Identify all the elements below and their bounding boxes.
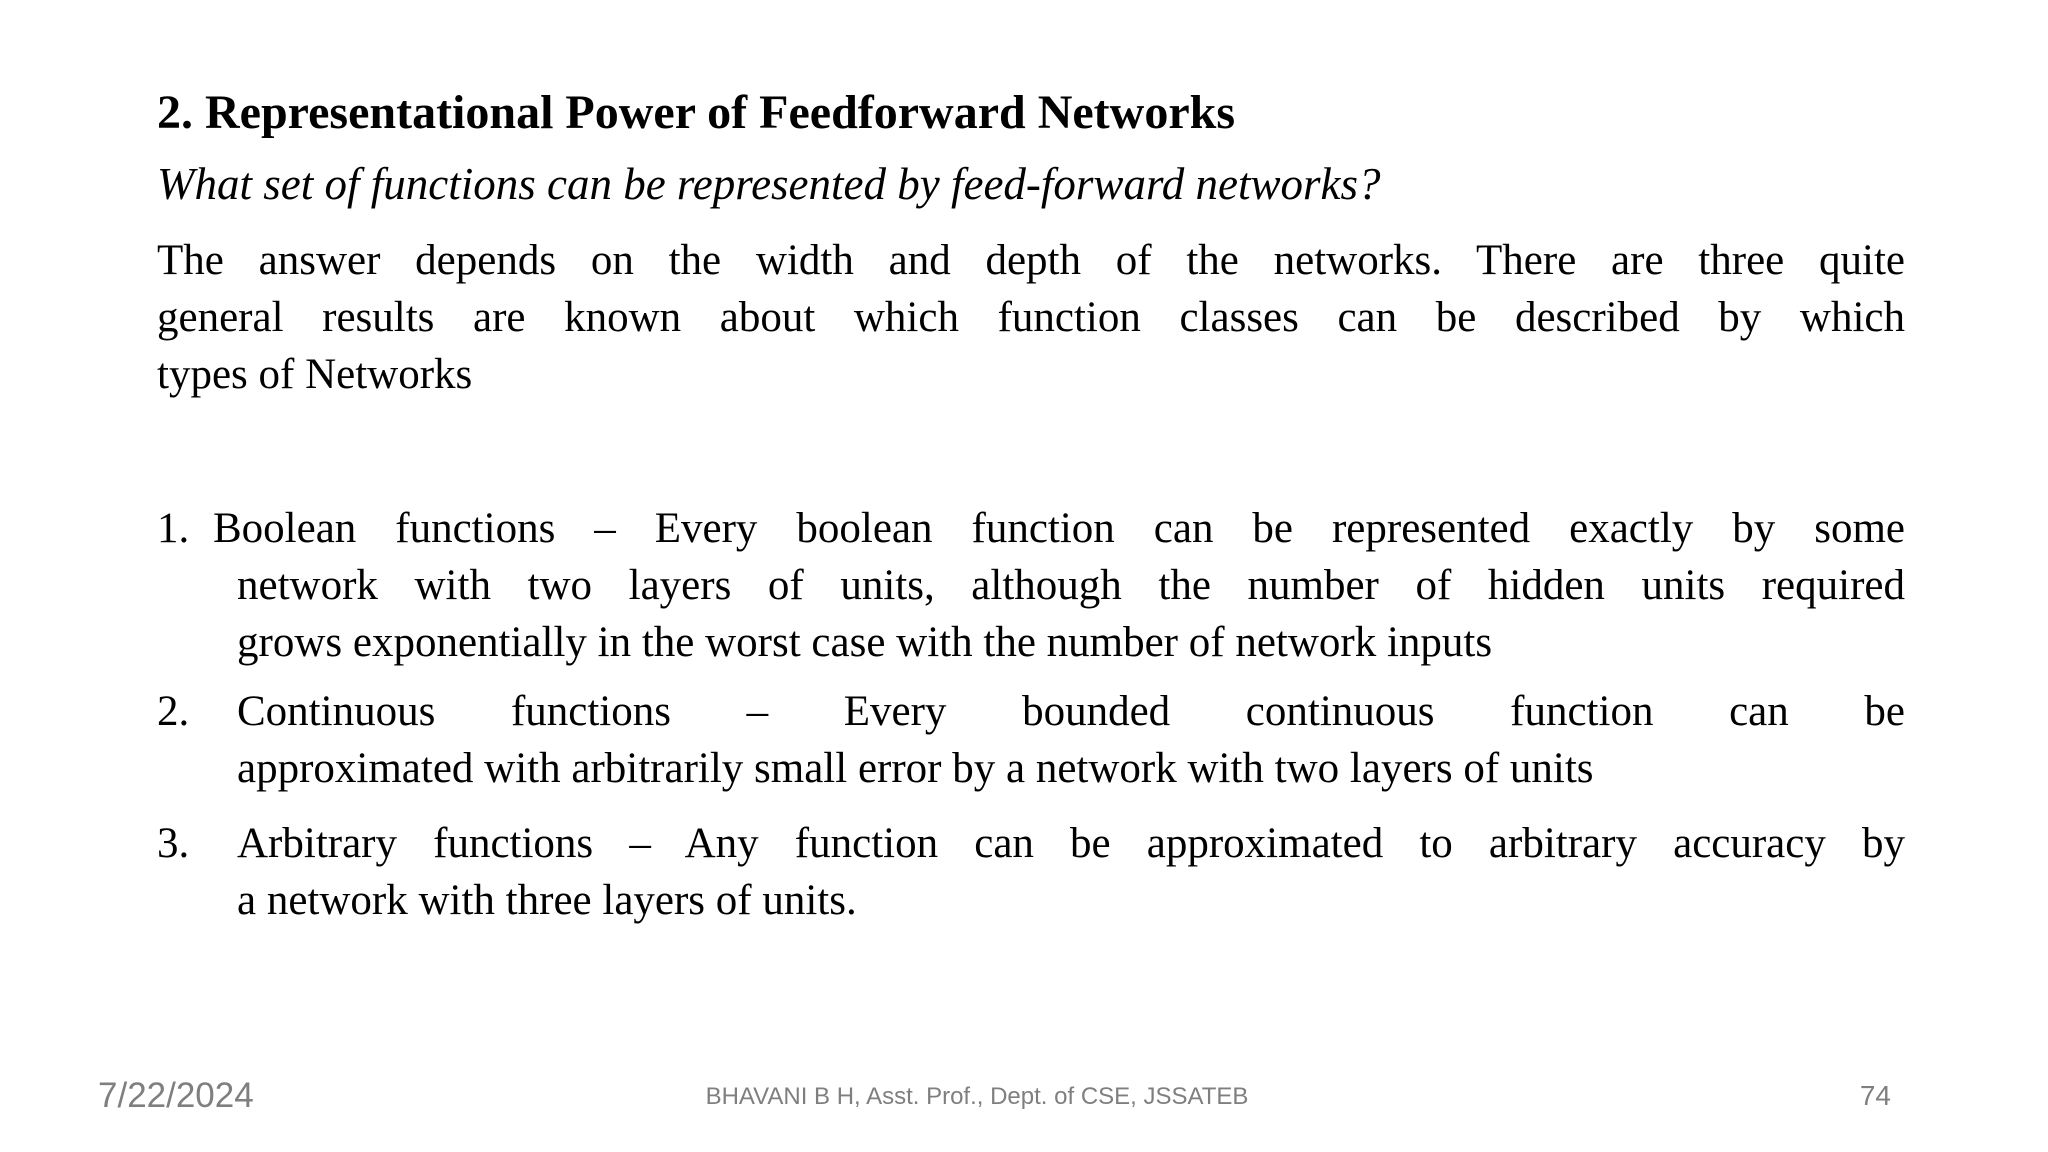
list-item-number: 1. xyxy=(157,505,190,552)
footer-credit: BHAVANI B H, Asst. Prof., Dept. of CSE, … xyxy=(705,1083,1249,1110)
paragraph-line: types of Networks xyxy=(157,351,473,398)
list-item-number: 3. xyxy=(157,820,190,867)
list-item-body: Boolean functions – Every boolean functi… xyxy=(213,500,1905,671)
list-item-line: Boolean functions – Every boolean functi… xyxy=(213,505,1905,552)
list-item-line: Continuous functions – Every bounded con… xyxy=(237,688,1905,735)
list-item-boolean-functions: 1. Boolean functions – Every boolean fun… xyxy=(157,500,1905,671)
body-paragraph: The answer depends on the width and dept… xyxy=(157,232,1905,403)
paragraph-line: The answer depends on the width and dept… xyxy=(157,237,1905,284)
list-item-body: Arbitrary functions – Any function can b… xyxy=(237,815,1905,929)
list-item-line: approximated with arbitrarily small erro… xyxy=(237,745,1594,792)
slide-title: 2. Representational Power of Feedforward… xyxy=(157,86,1236,139)
list-item-continuous-functions: 2. Continuous functions – Every bounded … xyxy=(157,683,1905,797)
paragraph-line: general results are known about which fu… xyxy=(157,294,1905,341)
subtitle-question: What set of functions can be represented… xyxy=(157,159,1381,209)
footer-date: 7/22/2024 xyxy=(98,1076,254,1115)
list-item-number: 2. xyxy=(157,688,190,735)
list-item-arbitrary-functions: 3. Arbitrary functions – Any function ca… xyxy=(157,815,1905,929)
list-item-line: grows exponentially in the worst case wi… xyxy=(237,619,1493,666)
list-item-line: Arbitrary functions – Any function can b… xyxy=(237,820,1905,867)
numbered-list: 1. Boolean functions – Every boolean fun… xyxy=(157,500,1905,929)
page-number: 74 xyxy=(1859,1080,1891,1111)
list-item-line: a network with three layers of units. xyxy=(237,877,857,924)
list-item-body: Continuous functions – Every bounded con… xyxy=(237,683,1905,797)
slide-content: 2. Representational Power of Feedforward… xyxy=(157,84,1905,929)
list-item-line: network with two layers of units, althou… xyxy=(237,562,1905,609)
